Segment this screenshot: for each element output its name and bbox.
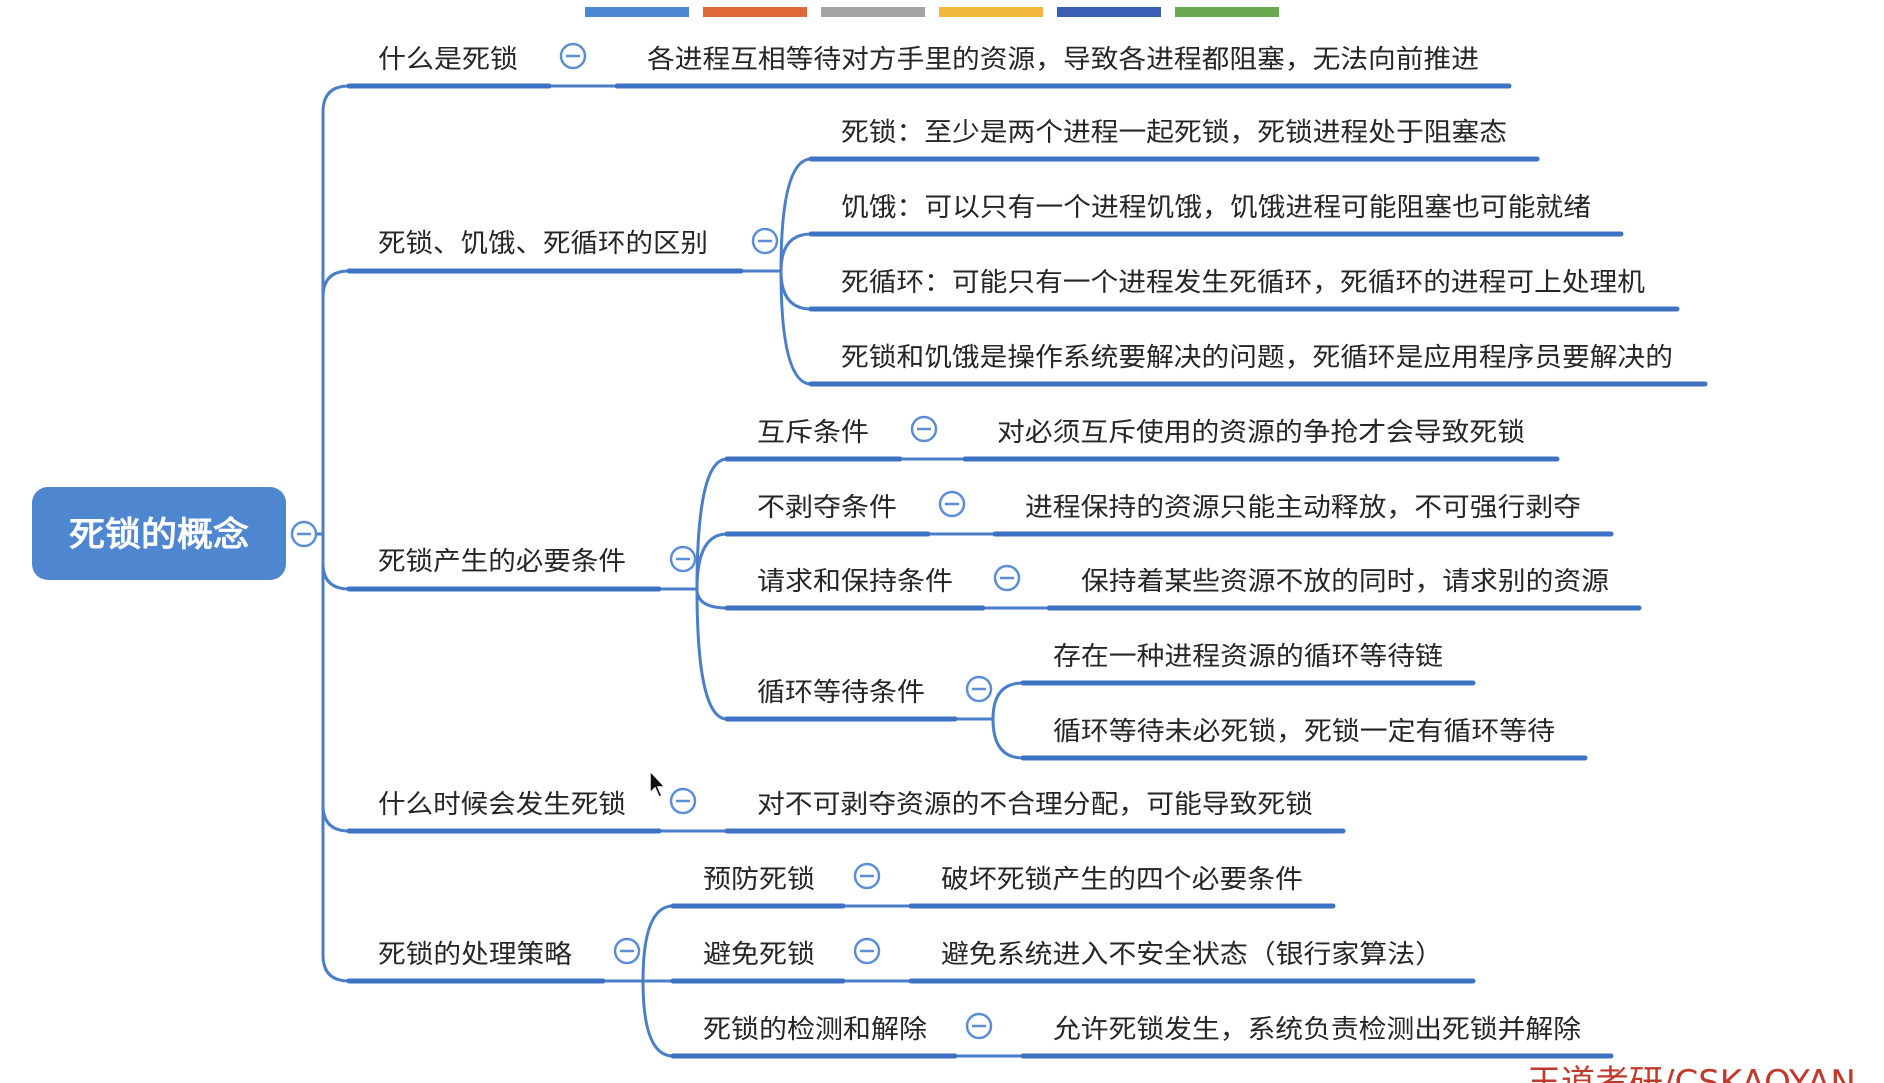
collapse-icon[interactable] [559,42,587,70]
connector-lines [305,84,1049,1058]
connector-root-to-branch-3 [321,534,350,591]
branch-necessary-conditions[interactable]: 死锁产生的必要条件 [378,547,626,577]
collapse-icon[interactable] [938,490,966,518]
collapse-icon[interactable] [669,545,697,573]
connector-root-to-branch-2 [321,269,350,534]
connector-root-to-branch-1 [321,84,350,534]
root-node-box [32,487,286,580]
connector-cond4-desc-1 [991,681,1024,720]
strategy-prevention-desc: 破坏死锁产生的四个必要条件 [941,865,1303,895]
palette-swatch-2[interactable] [703,7,807,17]
connector-b3-cond-4 [695,588,728,721]
mouse-cursor-icon [649,769,667,798]
collapse-icon[interactable] [669,787,697,815]
strategy-avoidance-desc: 避免系统进入不安全状态（银行家算法） [941,940,1443,970]
connector-root-to-branch-5 [321,534,350,983]
branch-what-is-deadlock[interactable]: 什么是死锁 [378,45,518,75]
condition-no-preemption[interactable]: 不剥夺条件 [757,493,897,523]
palette-swatch-1[interactable] [585,7,689,17]
difference-deadlock: 死锁：至少是两个进程一起死锁，死锁进程处于阻塞态 [841,118,1507,148]
condition-mutual-exclusion[interactable]: 互斥条件 [757,418,869,448]
collapse-icons [290,42,1021,1040]
condition-mutual-exclusion-desc: 对必须互斥使用的资源的争抢才会导致死锁 [997,418,1525,448]
connector-b3-cond-2 [695,532,728,590]
root-node[interactable]: 死锁的概念 [32,487,286,580]
occurrence-text: 对不可剥夺资源的不合理分配，可能导致死锁 [757,790,1313,820]
collapse-icon[interactable] [853,937,881,965]
condition-circular-wait-desc-1: 存在一种进程资源的循环等待链 [1053,642,1443,672]
definition-text: 各进程互相等待对方手里的资源，导致各进程都阻塞，无法向前推进 [647,45,1479,75]
connector-cond4-desc-2 [991,718,1024,760]
condition-circular-wait[interactable]: 循环等待条件 [757,678,925,708]
connector-b3-cond-1 [695,457,728,590]
strategy-avoidance[interactable]: 避免死锁 [703,940,815,970]
collapse-icon[interactable] [751,227,779,255]
condition-circular-wait-desc-2: 循环等待未必死锁，死锁一定有循环等待 [1053,717,1555,747]
branch-deadlock-starvation-loop-difference[interactable]: 死锁、饥饿、死循环的区别 [378,229,708,259]
connector-b2-child-3 [779,270,812,311]
branch-when-deadlock-occurs[interactable]: 什么时候会发生死锁 [378,790,626,820]
condition-hold-and-wait-desc: 保持着某些资源不放的同时，请求别的资源 [1081,567,1609,597]
connector-b2-child-4 [779,270,812,386]
collapse-icon[interactable] [993,564,1021,592]
collapse-icon[interactable] [965,1012,993,1040]
strategy-detection-recovery-desc: 允许死锁发生，系统负责检测出死锁并解除 [1053,1015,1581,1045]
branch-handling-strategies[interactable]: 死锁的处理策略 [378,940,572,970]
collapse-icon[interactable] [910,415,938,443]
watermark-text: 王道考研/CSKAOYAN [1527,1063,1856,1083]
connector-b5-strat-3 [641,980,674,1058]
collapse-icon[interactable] [965,675,993,703]
difference-starvation: 饥饿：可以只有一个进程饥饿，饥饿进程可能阻塞也可能就绪 [841,193,1591,223]
collapse-icon[interactable] [613,937,641,965]
collapse-icon[interactable] [290,520,318,548]
strategy-detection-recovery[interactable]: 死锁的检测和解除 [703,1015,927,1045]
condition-no-preemption-desc: 进程保持的资源只能主动释放，不可强行剥夺 [1025,493,1581,523]
color-palette-strip [585,7,1279,17]
palette-swatch-5[interactable] [1057,7,1161,17]
condition-hold-and-wait[interactable]: 请求和保持条件 [757,567,953,597]
connector-b2-child-2 [779,232,812,272]
palette-swatch-4[interactable] [939,7,1043,17]
collapse-icon[interactable] [853,862,881,890]
strategy-prevention[interactable]: 预防死锁 [703,865,815,895]
connector-b2-child-1 [779,157,812,272]
connector-b3-cond-3 [695,588,728,610]
difference-infinite-loop: 死循环：可能只有一个进程发生死循环，死循环的进程可上处理机 [841,268,1645,298]
difference-responsibility: 死锁和饥饿是操作系统要解决的问题，死循环是应用程序员要解决的 [841,343,1673,373]
node-underlines [346,83,1708,1059]
connector-b5-strat-1 [641,904,674,982]
palette-swatch-3[interactable] [821,7,925,17]
root-node-label: 死锁的概念 [69,515,249,555]
palette-swatch-6[interactable] [1175,7,1279,17]
